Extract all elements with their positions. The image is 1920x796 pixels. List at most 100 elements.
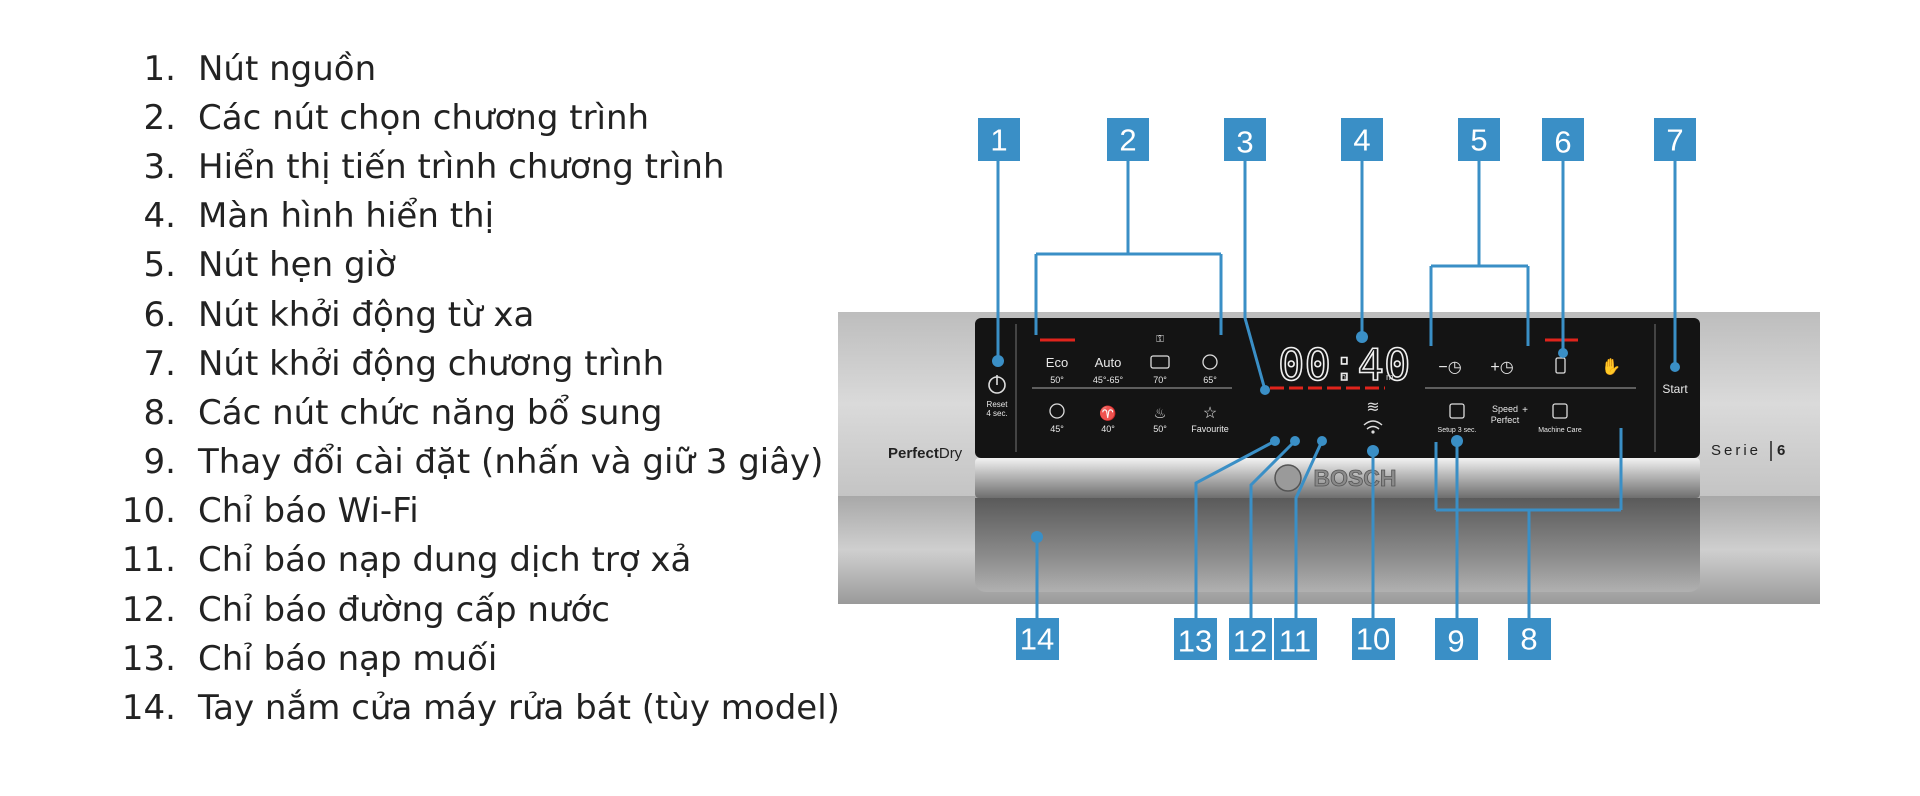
legend-item: 5. Nút hẹn giờ xyxy=(100,241,840,290)
time-display-digits: 00:40 xyxy=(1278,340,1410,391)
legend-item-number: 9. xyxy=(143,442,176,483)
reset-label: Reset xyxy=(987,400,1009,409)
machine-care-icon xyxy=(1552,403,1568,419)
program-intensive-temp: 70° xyxy=(1153,375,1167,385)
legend-item-text: Thay đổi cài đặt (nhấn và giữ 3 giây) xyxy=(198,442,824,483)
legend-item-number: 13. xyxy=(121,638,176,679)
callout-12-label: 12 xyxy=(1233,624,1267,659)
door-handle-bar xyxy=(975,458,1700,498)
brand-left-bold: Perfect xyxy=(888,445,939,462)
program-auto-temp: 45°-65° xyxy=(1093,375,1124,385)
callout-3: 3 xyxy=(1224,118,1266,161)
serie-word: Serie xyxy=(1711,442,1761,459)
program-eco-temp: 50° xyxy=(1050,375,1064,385)
legend-item-number: 8. xyxy=(143,392,176,433)
legend-item: 1.Nút nguồn xyxy=(100,44,840,93)
callout-10-label: 10 xyxy=(1356,622,1390,657)
legend-item-text: Chỉ báo nạp dung dịch trợ xả xyxy=(198,540,692,581)
wifi-indicator-icon xyxy=(1363,420,1383,434)
callout-1-label: 1 xyxy=(990,123,1007,158)
time-display-minutes-unit: m xyxy=(1386,372,1394,382)
program-glass-button[interactable]: ♈ 40° xyxy=(1099,405,1116,434)
start-label: Start xyxy=(1662,382,1688,396)
legend-item-text: Chỉ báo nạp muối xyxy=(198,638,498,679)
legend-item: 2.Các nút chọn chương trình xyxy=(100,93,840,142)
leader-lines xyxy=(996,160,1677,625)
legend-item-number: 14. xyxy=(121,688,176,729)
callout-4-label: 4 xyxy=(1353,123,1370,158)
callout-10: 10 xyxy=(1352,618,1395,660)
pot-icon xyxy=(1150,355,1170,369)
legend-item-number: 4. xyxy=(143,196,176,237)
childlock-hand-icon[interactable]: ✋ xyxy=(1601,357,1621,376)
timer-minus-button[interactable]: −◷ xyxy=(1438,359,1461,376)
glass-icon: ♈ xyxy=(1099,405,1116,422)
program-quick-button[interactable]: 45° xyxy=(1049,403,1065,434)
bosch-logo: BOSCH xyxy=(1274,464,1397,492)
legend-item: 13. Chỉ báo nạp muối xyxy=(100,634,840,683)
time-display-hours-unit: h xyxy=(1341,372,1346,382)
legend-item: 4. Màn hình hiển thị xyxy=(100,192,840,241)
legend-item-text: Hiển thị tiến trình chương trình xyxy=(198,146,725,187)
legend-item: 6.Nút khởi động từ xa xyxy=(100,290,840,339)
legend-item-number: 3. xyxy=(143,146,176,187)
program-1h-temp: 65° xyxy=(1203,375,1217,385)
setup-button[interactable]: Setup 3 sec. xyxy=(1438,403,1477,434)
legend-item: 14.Tay nắm cửa máy rửa bát (tùy model) xyxy=(100,683,840,732)
legend-item-text: Nút khởi động từ xa xyxy=(198,294,535,335)
bosch-logo-text: BOSCH xyxy=(1313,465,1396,491)
power-button[interactable] xyxy=(988,375,1006,394)
key-icon: ⚿ xyxy=(1156,334,1164,345)
program-auto-label: Auto xyxy=(1095,355,1122,370)
legend-item-text: Màn hình hiển thị xyxy=(198,196,495,237)
legend-item-text: Nút hẹn giờ xyxy=(198,245,396,286)
legend-item-number: 5. xyxy=(143,245,176,286)
remote-start-button[interactable] xyxy=(1555,357,1566,374)
silence-icon: ♨ xyxy=(1154,405,1167,421)
callout-6: 6 xyxy=(1542,118,1584,161)
callout-8-label: 8 xyxy=(1520,622,1537,657)
timer-plus-button[interactable]: +◷ xyxy=(1490,359,1513,376)
program-silence-button[interactable]: ♨ 50° xyxy=(1153,405,1167,434)
machine-care-button[interactable]: Machine Care xyxy=(1538,403,1582,434)
callout-5-label: 5 xyxy=(1470,123,1487,158)
legend-item-number: 12. xyxy=(121,589,176,630)
legend-item-text: Chỉ báo đường cấp nước xyxy=(198,589,610,630)
program-favourite-button[interactable]: ☆ Favourite xyxy=(1191,405,1229,434)
program-eco-button[interactable]: Eco 50° xyxy=(1046,355,1068,385)
speed-perfect-label-2: Perfect xyxy=(1491,415,1520,425)
program-silence-temp: 50° xyxy=(1153,424,1167,434)
legend-item: 3. Hiển thị tiến trình chương trình xyxy=(100,142,840,191)
legend-item-number: 2. xyxy=(143,97,176,138)
program-eco-label: Eco xyxy=(1046,355,1068,370)
callout-3-label: 3 xyxy=(1236,125,1253,160)
callout-9: 9 xyxy=(1435,618,1478,660)
setup-icon xyxy=(1449,403,1465,419)
callout-2: 2 xyxy=(1107,118,1149,161)
legend-item-number: 10. xyxy=(121,491,176,532)
door-handle-recess xyxy=(975,498,1700,592)
callout-1: 1 xyxy=(978,118,1020,161)
program-quick-temp: 45° xyxy=(1050,424,1064,434)
legend-item: 11.Chỉ báo nạp dung dịch trợ xả xyxy=(100,536,840,585)
speed-perfect-button[interactable]: Speed Perfect + xyxy=(1491,404,1528,425)
legend-item: 9. Thay đổi cài đặt (nhấn và giữ 3 giây) xyxy=(100,438,840,487)
callout-4: 4 xyxy=(1341,118,1383,161)
callout-7: 7 xyxy=(1654,118,1696,161)
program-intensive-button[interactable]: 70° xyxy=(1150,355,1170,385)
speed-perfect-label-1: Speed xyxy=(1492,404,1518,414)
star-icon: ☆ xyxy=(1203,405,1217,422)
speed-perfect-plus: + xyxy=(1522,405,1528,416)
brand-left-rest: Dry xyxy=(939,445,963,462)
callout-14: 14 xyxy=(1016,618,1059,660)
callout-11-label: 11 xyxy=(1279,624,1311,659)
program-1h-button[interactable]: 65° xyxy=(1202,354,1218,385)
callout-6-label: 6 xyxy=(1554,125,1571,160)
legend-item-number: 7. xyxy=(143,343,176,384)
callout-5: 5 xyxy=(1458,118,1500,161)
legend-item: 7.Nút khởi động chương trình xyxy=(100,339,840,388)
legend-item-text: Nút nguồn xyxy=(198,48,377,89)
callout-8: 8 xyxy=(1508,618,1551,660)
callout-2-label: 2 xyxy=(1119,123,1136,158)
program-auto-button[interactable]: Auto 45°-65° xyxy=(1093,355,1124,385)
